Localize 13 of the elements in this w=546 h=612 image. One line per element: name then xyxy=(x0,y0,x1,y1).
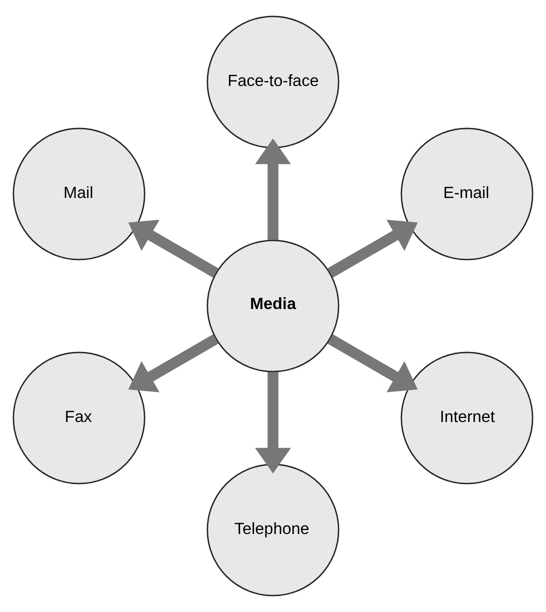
node-circle: Mail xyxy=(12,128,146,260)
arrow xyxy=(327,334,418,392)
arrow xyxy=(128,334,219,392)
node-circle: E-mail xyxy=(400,128,534,260)
node-circle: Face-to-face xyxy=(206,16,340,148)
arrow xyxy=(327,220,418,278)
node-circle: Internet xyxy=(400,352,534,484)
arrow xyxy=(128,220,219,278)
node-circle: Media xyxy=(206,240,340,372)
node-circle: Telephone xyxy=(206,464,340,596)
node-circle: Fax xyxy=(12,352,146,484)
arrow xyxy=(255,138,291,240)
arrow xyxy=(255,372,291,474)
